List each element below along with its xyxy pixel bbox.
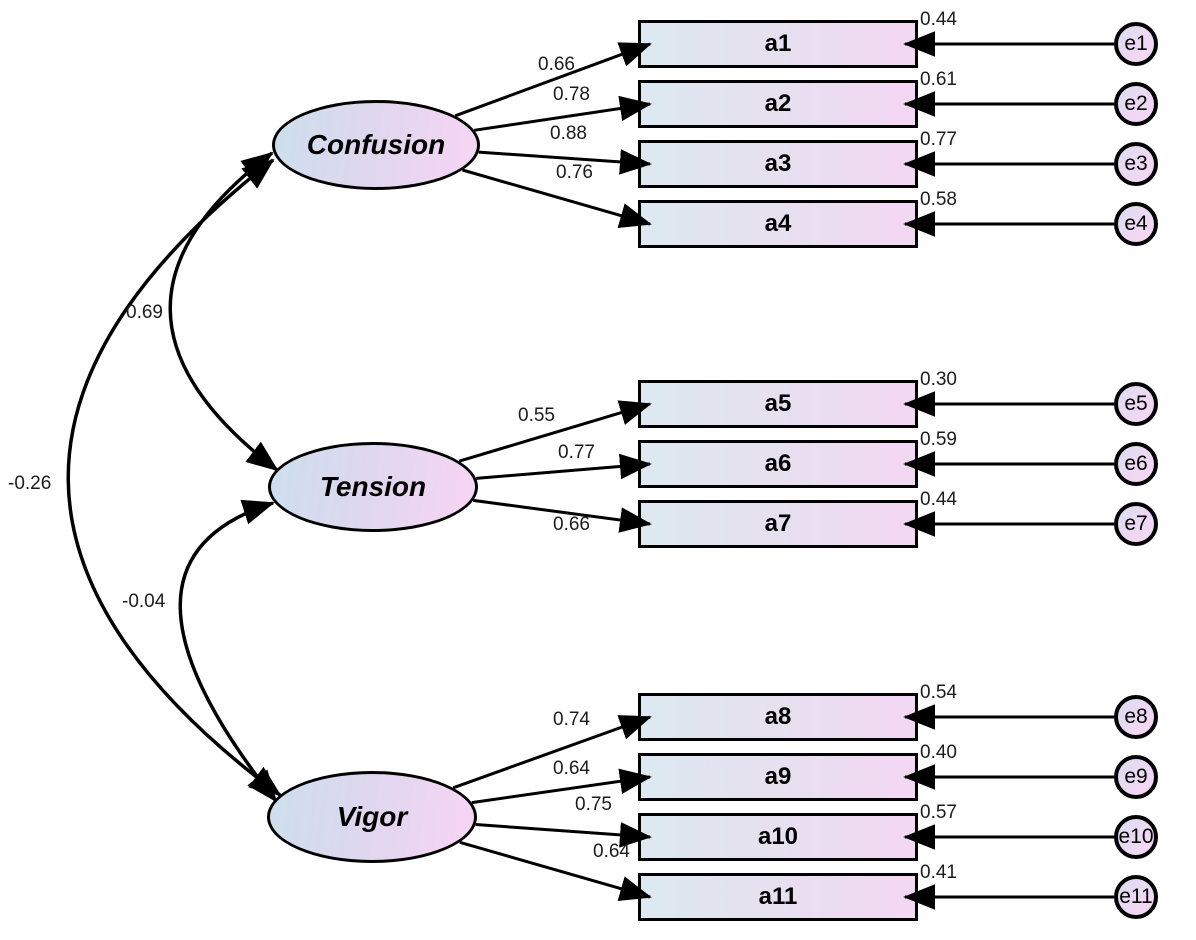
error-term-e4: e4 <box>1114 202 1158 246</box>
loading-label-a6: 0.77 <box>558 442 595 463</box>
error-term-e10: e10 <box>1114 815 1158 859</box>
error-term-label: e3 <box>1124 152 1148 175</box>
indicator-label: a3 <box>764 150 792 177</box>
indicator-label: a10 <box>757 823 799 850</box>
error-term-label: e5 <box>1124 392 1148 415</box>
indicator-a1: a1 <box>638 20 918 68</box>
variance-label-a6: 0.59 <box>920 429 957 450</box>
variance-label-a1: 0.44 <box>920 9 957 30</box>
indicator-a6: a6 <box>638 440 918 488</box>
covariance-arrow-confusion-vigor <box>66 158 282 797</box>
indicator-label: a1 <box>764 30 792 57</box>
indicator-label: a8 <box>764 703 792 730</box>
indicator-a2: a2 <box>638 80 918 128</box>
indicator-label: a2 <box>764 90 792 117</box>
latent-factor-confusion: Confusion <box>272 100 480 190</box>
covariance-arrow-tension-vigor <box>178 499 278 803</box>
variance-label-a11: 0.41 <box>920 862 957 883</box>
variance-label-a9: 0.40 <box>920 742 957 763</box>
error-term-e7: e7 <box>1114 502 1158 546</box>
indicator-a9: a9 <box>638 753 918 801</box>
covariance-label-confusion-tension: 0.69 <box>126 302 163 323</box>
variance-label-a7: 0.44 <box>920 489 957 510</box>
latent-factor-vigor: Vigor <box>267 771 477 863</box>
indicator-a4: a4 <box>638 200 918 248</box>
error-term-label: e11 <box>1119 885 1153 908</box>
loading-label-a3: 0.88 <box>550 123 587 144</box>
variance-label-a8: 0.54 <box>920 682 957 703</box>
error-term-e6: e6 <box>1114 442 1158 486</box>
loading-label-a8: 0.74 <box>553 709 590 730</box>
indicator-a3: a3 <box>638 140 918 188</box>
factor-label: Tension <box>319 471 427 502</box>
loading-label-a9: 0.64 <box>553 758 590 779</box>
variance-label-a4: 0.58 <box>920 189 957 210</box>
loading-label-a11: 0.64 <box>593 841 630 862</box>
factor-label: Confusion <box>306 129 446 160</box>
indicator-label: a4 <box>764 210 792 237</box>
error-term-e1: e1 <box>1114 22 1158 66</box>
loading-arrow-vigor-a10 <box>475 822 652 848</box>
loading-arrow-vigor-a9 <box>471 768 652 805</box>
error-term-e11: e11 <box>1114 875 1158 919</box>
error-term-e9: e9 <box>1114 755 1158 799</box>
error-term-label: e7 <box>1124 512 1148 535</box>
loading-label-a5: 0.55 <box>518 405 555 426</box>
variance-label-a10: 0.57 <box>920 802 957 823</box>
error-term-label: e4 <box>1124 212 1148 235</box>
error-term-e2: e2 <box>1114 82 1158 126</box>
indicator-label: a9 <box>764 763 792 790</box>
loading-arrow-vigor-a8 <box>452 715 652 790</box>
loading-label-a4: 0.76 <box>556 162 593 183</box>
indicator-label: a5 <box>764 390 792 417</box>
error-term-e8: e8 <box>1114 695 1158 739</box>
error-term-label: e6 <box>1124 452 1148 475</box>
indicator-a11: a11 <box>638 873 918 921</box>
variance-label-a2: 0.61 <box>920 69 957 90</box>
loading-arrow-tension-a6 <box>475 453 652 480</box>
factor-label: Vigor <box>336 801 408 832</box>
covariance-arrow-confusion-tension <box>168 151 279 472</box>
latent-factor-tension: Tension <box>268 442 478 532</box>
indicator-label: a7 <box>764 510 792 537</box>
error-term-label: e1 <box>1124 32 1148 55</box>
error-term-e3: e3 <box>1114 142 1158 186</box>
error-term-label: e8 <box>1124 705 1148 728</box>
variance-label-a3: 0.77 <box>920 129 957 150</box>
error-term-label: e9 <box>1124 765 1148 788</box>
covariance-label-tension-vigor: -0.04 <box>122 591 166 612</box>
indicator-a7: a7 <box>638 500 918 548</box>
loading-label-a2: 0.78 <box>553 84 590 105</box>
loading-label-a7: 0.66 <box>553 514 590 535</box>
variance-label-a5: 0.30 <box>920 369 957 390</box>
loading-label-a10: 0.75 <box>575 794 612 815</box>
error-term-label: e10 <box>1118 825 1154 848</box>
error-term-label: e2 <box>1124 92 1148 115</box>
covariance-label-confusion-vigor: -0.26 <box>8 473 52 494</box>
indicator-label: a11 <box>758 883 798 910</box>
loading-label-a1: 0.66 <box>538 54 575 75</box>
indicator-a8: a8 <box>638 693 918 741</box>
indicator-a5: a5 <box>638 380 918 428</box>
error-term-e5: e5 <box>1114 382 1158 426</box>
indicator-a10: a10 <box>638 813 918 861</box>
indicator-label: a6 <box>764 450 792 477</box>
